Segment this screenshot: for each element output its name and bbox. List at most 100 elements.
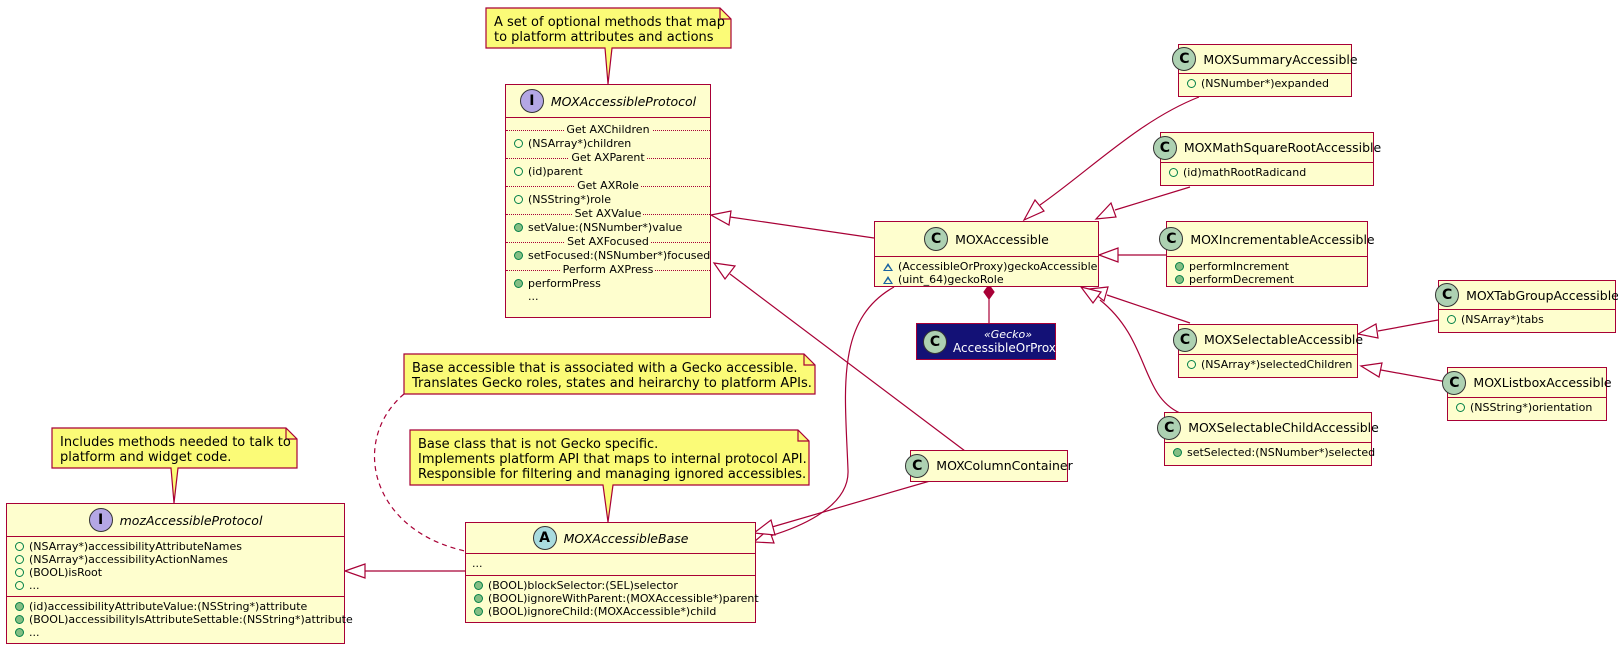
class-mox-selectable-accessible[interactable]: C MOXSelectableAccessible (NSArray*)sele… <box>1172 324 1363 378</box>
note-line: Base class that is not Gecko specific. <box>418 437 659 452</box>
abstract-icon: A <box>532 526 557 550</box>
class-icon: C <box>1442 370 1467 395</box>
class-header: C MOXSummaryAccessible <box>1172 45 1358 74</box>
member-row: (NSArray*)children <box>506 137 710 150</box>
class-mox-accessible-base[interactable]: A MOXAccessibleBase ... (BOOL)blockSelec… <box>465 522 759 623</box>
class-mox-tabgroup-accessible[interactable]: C MOXTabGroupAccessible (NSArray*)tabs <box>1435 280 1618 333</box>
method-text: performIncrement <box>1189 260 1289 273</box>
class-accessible-or-proxy[interactable]: C «Gecko» AccessibleOrProxy <box>916 323 1063 360</box>
member-row: ... <box>506 290 710 303</box>
public-method-icon <box>474 581 483 590</box>
field-row: ... <box>7 579 344 592</box>
class-header: C MOXSelectableChildAccessible <box>1157 413 1379 443</box>
note-line: platform and widget code. <box>60 450 232 465</box>
note-shape-gecko <box>403 353 816 395</box>
member-row: performPress <box>506 277 710 290</box>
method-row: (BOOL)blockSelector:(SEL)selector <box>466 579 755 592</box>
public-field-icon <box>15 555 24 564</box>
public-field-icon <box>15 581 24 590</box>
class-mox-math-sqrt-accessible[interactable]: C MOXMathSquareRootAccessible (id)mathRo… <box>1152 132 1381 186</box>
class-mox-accessible-protocol[interactable]: I MOXAccessibleProtocol Get AXChildren (… <box>505 84 711 318</box>
public-field-icon <box>1447 315 1456 324</box>
method-row: (BOOL)ignoreChild:(MOXAccessible*)child <box>466 605 755 618</box>
member-row: setFocused:(NSNumber*)focused <box>506 249 710 262</box>
class-name: MOXColumnContainer <box>936 458 1073 473</box>
class-header: C MOXMathSquareRootAccessible <box>1152 133 1381 163</box>
group-separator: Set AXValue <box>506 207 710 220</box>
class-name: MOXTabGroupAccessible <box>1466 287 1618 303</box>
class-icon: C <box>924 227 949 251</box>
field-row: (NSArray*)accessibilityActionNames <box>7 553 344 566</box>
field-row: (NSArray*)accessibilityAttributeNames <box>7 540 344 553</box>
method-text: (BOOL)blockSelector:(SEL)selector <box>488 579 678 592</box>
group-label: Perform AXPress <box>560 263 656 276</box>
edge-selectable-moxaccessible <box>1106 294 1191 324</box>
group-label: Set AXValue <box>572 207 644 220</box>
class-name: mozAccessibleProtocol <box>119 512 263 528</box>
class-header: C MOXTabGroupAccessible <box>1435 281 1618 310</box>
methods-section: performIncrement performDecrement <box>1167 257 1367 290</box>
field-text: (AccessibleOrProxy)geckoAccessible <box>898 260 1098 273</box>
members-section: Get AXChildren (NSArray*)children Get AX… <box>506 118 710 307</box>
method-row: ... <box>7 626 344 639</box>
public-field-icon <box>1456 403 1465 412</box>
stereotype: «Gecko» <box>983 328 1033 341</box>
class-header: C MOXListboxAccessible <box>1442 368 1612 398</box>
group-separator: Set AXFocused <box>506 235 710 248</box>
fields-section: (NSArray*)selectedChildren <box>1179 355 1357 375</box>
public-field-icon <box>514 167 523 176</box>
member-row: (id)parent <box>506 165 710 178</box>
field-row: (NSArray*)tabs <box>1439 313 1615 326</box>
public-method-icon <box>474 594 483 603</box>
group-label: Get AXRole <box>575 179 641 192</box>
class-header: A MOXAccessibleBase <box>466 523 755 554</box>
method-row: (BOOL)accessibilityIsAttributeSettable:(… <box>7 613 353 626</box>
group-label: Set AXFocused <box>565 235 651 248</box>
class-mox-column-container[interactable]: C MOXColumnContainer <box>905 450 1073 482</box>
class-mox-incrementable-accessible[interactable]: C MOXIncrementableAccessible performIncr… <box>1159 221 1375 290</box>
field-text: (NSArray*)tabs <box>1461 313 1544 326</box>
class-header: I mozAccessibleProtocol <box>7 504 344 537</box>
class-mox-listbox-accessible[interactable]: C MOXListboxAccessible (NSString*)orient… <box>1442 367 1612 421</box>
class-icon: C <box>1159 227 1184 251</box>
member-text: setFocused:(NSNumber*)focused <box>528 249 711 262</box>
member-text: (id)parent <box>528 165 583 178</box>
field-text: (uint_64)geckoRole <box>898 273 1004 286</box>
note-shape-moz <box>51 427 298 504</box>
class-mox-summary-accessible[interactable]: C MOXSummaryAccessible (NSNumber*)expand… <box>1172 44 1358 97</box>
class-name: AccessibleOrProxy <box>953 341 1063 355</box>
field-text: (NSNumber*)expanded <box>1201 77 1329 90</box>
public-method-icon <box>514 223 523 232</box>
class-mox-accessible[interactable]: C MOXAccessible (AccessibleOrProxy)gecko… <box>874 221 1099 287</box>
package-visibility-icon <box>883 262 893 271</box>
class-name: MOXAccessible <box>955 231 1049 247</box>
member-text: (NSString*)role <box>528 193 611 206</box>
method-text: setSelected:(NSNumber*)selected <box>1187 446 1376 459</box>
public-method-icon <box>1173 448 1182 457</box>
public-field-icon <box>514 139 523 148</box>
edge-moxaccessible-base <box>769 286 895 537</box>
method-row: (id)accessibilityAttributeValue:(NSStrin… <box>7 600 344 613</box>
methods-section: setSelected:(NSNumber*)selected <box>1165 443 1375 463</box>
methods-section: (BOOL)blockSelector:(SEL)selector (BOOL)… <box>466 576 759 622</box>
class-mox-selectable-child-accessible[interactable]: C MOXSelectableChildAccessible setSelect… <box>1157 412 1379 466</box>
fields-section: (NSArray*)accessibilityAttributeNames (N… <box>7 537 344 597</box>
group-separator: Get AXChildren <box>506 123 710 136</box>
public-field-icon <box>15 542 24 551</box>
note-shape-protocol <box>485 7 732 85</box>
method-text: (BOOL)accessibilityIsAttributeSettable:(… <box>29 613 353 626</box>
edge-summary-moxaccessible <box>1039 96 1200 206</box>
class-name: MOXSummaryAccessible <box>1203 51 1358 67</box>
field-row: (AccessibleOrProxy)geckoAccessible <box>875 260 1098 273</box>
field-text: (NSString*)orientation <box>1470 401 1593 414</box>
edge-listbox-selectable <box>1380 369 1448 383</box>
method-text: (id)accessibilityAttributeValue:(NSStrin… <box>29 600 308 613</box>
class-moz-accessible-protocol[interactable]: I mozAccessibleProtocol (NSArray*)access… <box>6 503 353 644</box>
fields-section: (NSString*)orientation <box>1448 398 1606 418</box>
field-row: (uint_64)geckoRole <box>875 273 1098 286</box>
public-method-icon <box>514 279 523 288</box>
interface-icon: I <box>519 89 544 113</box>
class-icon: C <box>923 329 947 354</box>
member-row: setValue:(NSNumber*)value <box>506 221 710 234</box>
